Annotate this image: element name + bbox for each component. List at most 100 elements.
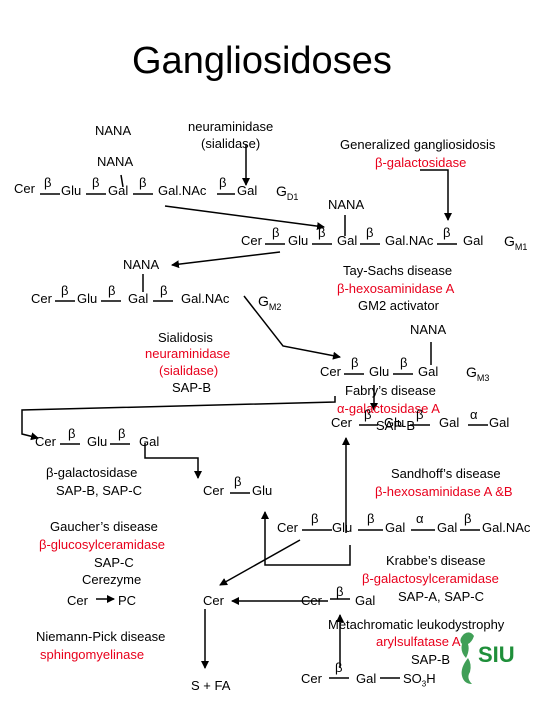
product-s-fa: S + FA: [191, 678, 231, 693]
molecule-gal: Gal: [489, 415, 510, 430]
nana-label: NANA: [410, 322, 447, 337]
enzyme-galactosylceramidase: β-galactosylceramidase: [362, 571, 499, 586]
molecule-pc: PC: [118, 593, 137, 608]
enzyme-alpha-galactosidase-a: α-galactosidase A: [337, 401, 440, 416]
enzyme-hexosaminidase-a: β-hexosaminidase A: [337, 281, 455, 296]
disease-gaucher: Gaucher’s disease: [50, 519, 158, 534]
label-gm3: GM3: [466, 364, 490, 383]
beta-linkage: β: [118, 426, 126, 441]
alpha-linkage: α: [470, 407, 478, 422]
molecule-gal: Gal: [355, 593, 376, 608]
molecule-glu: Glu: [288, 233, 309, 248]
disease-metachromatic-leukodystrophy: Metachromatic leukodystrophy: [328, 617, 505, 632]
disease-krabbe: Krabbe’s disease: [386, 553, 486, 568]
molecule-cer: Cer: [31, 291, 52, 306]
beta-linkage: β: [335, 660, 343, 675]
molecule-cer: Cer: [301, 671, 322, 686]
molecule-gal: Gal: [418, 364, 439, 379]
sulfate-group: SO3H: [403, 671, 436, 689]
nana-label: NANA: [97, 154, 134, 169]
molecule-cer: Cer: [203, 593, 224, 608]
alpha-linkage: α: [416, 511, 424, 526]
siu-logo: SIU: [456, 628, 522, 690]
label-gm1: GM1: [504, 233, 528, 252]
enzyme-sialidase: (sialidase): [201, 136, 261, 151]
page-title: Gangliosidoses: [132, 40, 392, 82]
molecule-gal: Gal: [356, 671, 377, 686]
molecule-glu: Glu: [77, 291, 98, 306]
beta-linkage: β: [336, 584, 344, 599]
molecule-cer: Cer: [301, 593, 322, 608]
molecule-galnac: Gal.NAc: [482, 520, 531, 535]
molecule-glu: Glu: [369, 364, 390, 379]
drug-cerezyme: Cerezyme: [82, 572, 142, 587]
molecule-gal: Gal: [463, 233, 484, 248]
molecule-gal: Gal: [108, 183, 129, 198]
enzyme-hexosaminidase-ab: β-hexosaminidase A &B: [375, 484, 513, 499]
beta-linkage: β: [44, 175, 52, 190]
disease-generalized-gangliosidosis: Generalized gangliosidosis: [340, 137, 496, 152]
molecule-glu: Glu: [87, 434, 108, 449]
beta-linkage: β: [443, 225, 451, 240]
beta-linkage: β: [318, 225, 326, 240]
beta-linkage: β: [61, 283, 69, 298]
beta-linkage: β: [68, 426, 76, 441]
label-gm2: GM2: [258, 293, 282, 312]
enzyme-beta-galactosidase: β-galactosidase: [375, 155, 467, 170]
beta-linkage: β: [272, 225, 280, 240]
beta-linkage: β: [416, 407, 424, 422]
disease-fabry: Fabry’s disease: [345, 383, 436, 398]
molecule-glu: Glu: [61, 183, 82, 198]
molecule-cer: Cer: [203, 483, 224, 498]
beta-linkage: β: [367, 511, 375, 526]
molecule-gal: Gal: [128, 291, 149, 306]
molecule-galnac: Gal.NAc: [181, 291, 230, 306]
molecule-glu: Glu: [252, 483, 273, 498]
molecule-gal: Gal: [437, 520, 458, 535]
beta-linkage: β: [311, 511, 319, 526]
enzyme-beta-galactosidase: β-galactosidase: [46, 465, 138, 480]
enzyme-sialidase: (sialidase): [159, 363, 219, 378]
beta-linkage: β: [400, 355, 408, 370]
nana-label: NANA: [328, 197, 365, 212]
disease-niemann-pick: Niemann-Pick disease: [36, 629, 166, 644]
molecule-cer: Cer: [35, 434, 56, 449]
enzyme-sphingomyelinase: sphingomyelinase: [40, 647, 145, 662]
siu-logo-icon: SIU: [460, 632, 515, 684]
cofactor-sap-b-sap-c: SAP-B, SAP-C: [56, 483, 142, 498]
molecule-cer: Cer: [331, 415, 352, 430]
molecule-cer: Cer: [277, 520, 298, 535]
label-gd1: GD1: [276, 183, 299, 202]
molecule-gal: Gal: [385, 520, 406, 535]
cofactor-gm2-activator: GM2 activator: [358, 298, 439, 313]
cofactor-sap-a-sap-c: SAP-A, SAP-C: [398, 589, 484, 604]
beta-linkage: β: [108, 283, 116, 298]
cofactor-sap-c: SAP-C: [94, 555, 134, 570]
molecule-cer: Cer: [241, 233, 262, 248]
nana-label: NANA: [95, 123, 132, 138]
disease-sialidosis: Sialidosis: [158, 330, 213, 345]
siu-logo-text: SIU: [478, 642, 515, 667]
molecule-cer: Cer: [14, 181, 35, 196]
molecule-gal: Gal: [139, 434, 160, 449]
molecule-gal: Gal: [337, 233, 358, 248]
beta-linkage: β: [160, 283, 168, 298]
molecule-gal: Gal: [237, 183, 258, 198]
enzyme-neuraminidase: neuraminidase: [145, 346, 231, 361]
molecule-galnac: Gal.NAc: [158, 183, 207, 198]
molecule-galnac: Gal.NAc: [385, 233, 434, 248]
molecule-glu: Glu: [332, 520, 353, 535]
enzyme-glucosylceramidase: β-glucosylceramidase: [39, 537, 165, 552]
beta-linkage: β: [366, 225, 374, 240]
molecule-cer: Cer: [320, 364, 341, 379]
cofactor-sap-b: SAP-B: [172, 380, 212, 395]
beta-linkage: β: [92, 175, 100, 190]
disease-sandhoff: Sandhoff’s disease: [391, 466, 501, 481]
beta-linkage: β: [351, 355, 359, 370]
cofactor-sap-b: SAP-B: [376, 418, 416, 433]
beta-linkage: β: [464, 511, 472, 526]
beta-linkage: β: [219, 175, 227, 190]
beta-linkage: β: [364, 407, 372, 422]
nana-label: NANA: [123, 257, 160, 272]
